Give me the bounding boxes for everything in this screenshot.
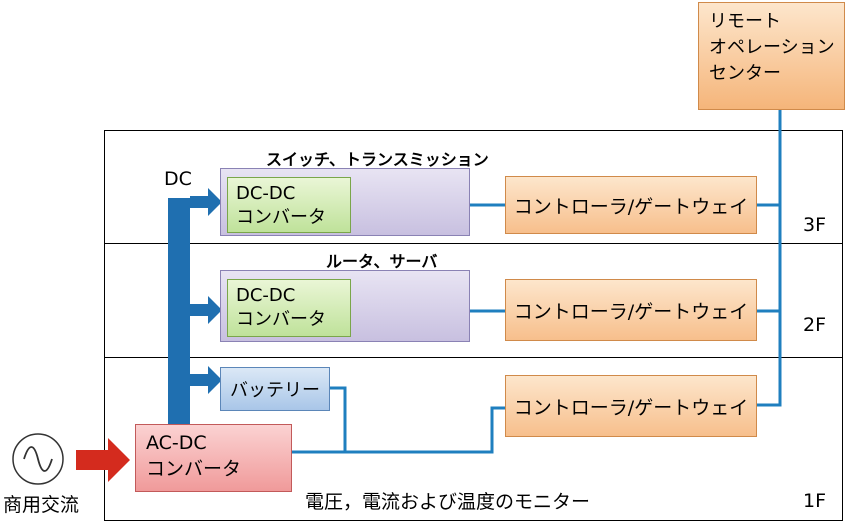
floor-divider-2f-1f (104, 357, 843, 358)
group-title-3f: スイッチ、トランスミッション (266, 150, 489, 169)
remote-center-line2: オペレーション (709, 37, 835, 58)
remote-center-line3: センター (709, 63, 781, 84)
floor-label-1f: 1F (803, 490, 827, 512)
dcdc-2f-line2: コンバータ (236, 309, 326, 330)
controller-gateway-3f: コントローラ/ゲートウェイ (505, 176, 757, 234)
battery: バッテリー (220, 367, 330, 411)
monitor-note: 電圧，電流および温度のモニター (305, 491, 591, 513)
controller-gateway-2f: コントローラ/ゲートウェイ (505, 279, 757, 341)
signal-line-1f (292, 406, 505, 454)
dcdc-3f-line1: DC-DC (236, 183, 296, 204)
dcdc-converter-2f: DC-DC コンバータ (227, 279, 351, 337)
acdc-line2: コンバータ (146, 458, 242, 480)
dc-branch-arrow-3f (190, 188, 222, 216)
group-title-2f: ルータ、サーバ (326, 252, 438, 271)
dc-branch-arrow-2f (190, 296, 222, 324)
ac-sine-wave (23, 446, 53, 472)
controller-gateway-1f: コントローラ/ゲートウェイ (505, 375, 757, 437)
ac-input-arrow (76, 438, 130, 482)
floor-label-3f: 3F (803, 214, 827, 236)
signal-line-battery (330, 386, 347, 452)
dc-bus-trunk (168, 198, 190, 428)
dc-label: DC (164, 168, 192, 190)
floor-label-2f: 2F (803, 314, 827, 336)
signal-line-remote (757, 110, 782, 407)
floor-divider-3f-2f (104, 243, 843, 244)
ac-source-label: 商用交流 (3, 494, 80, 516)
dcdc-3f-line2: コンバータ (236, 207, 326, 228)
remote-operation-center: リモート オペレーション センター (698, 2, 845, 110)
dcdc-converter-3f: DC-DC コンバータ (227, 177, 351, 233)
dc-branch-arrow-1f (190, 366, 222, 394)
remote-center-line1: リモート (709, 11, 781, 32)
building-outline (104, 130, 843, 521)
acdc-converter: AC-DC コンバータ (135, 424, 292, 492)
acdc-line1: AC-DC (146, 432, 207, 454)
dcdc-2f-line1: DC-DC (236, 285, 296, 306)
